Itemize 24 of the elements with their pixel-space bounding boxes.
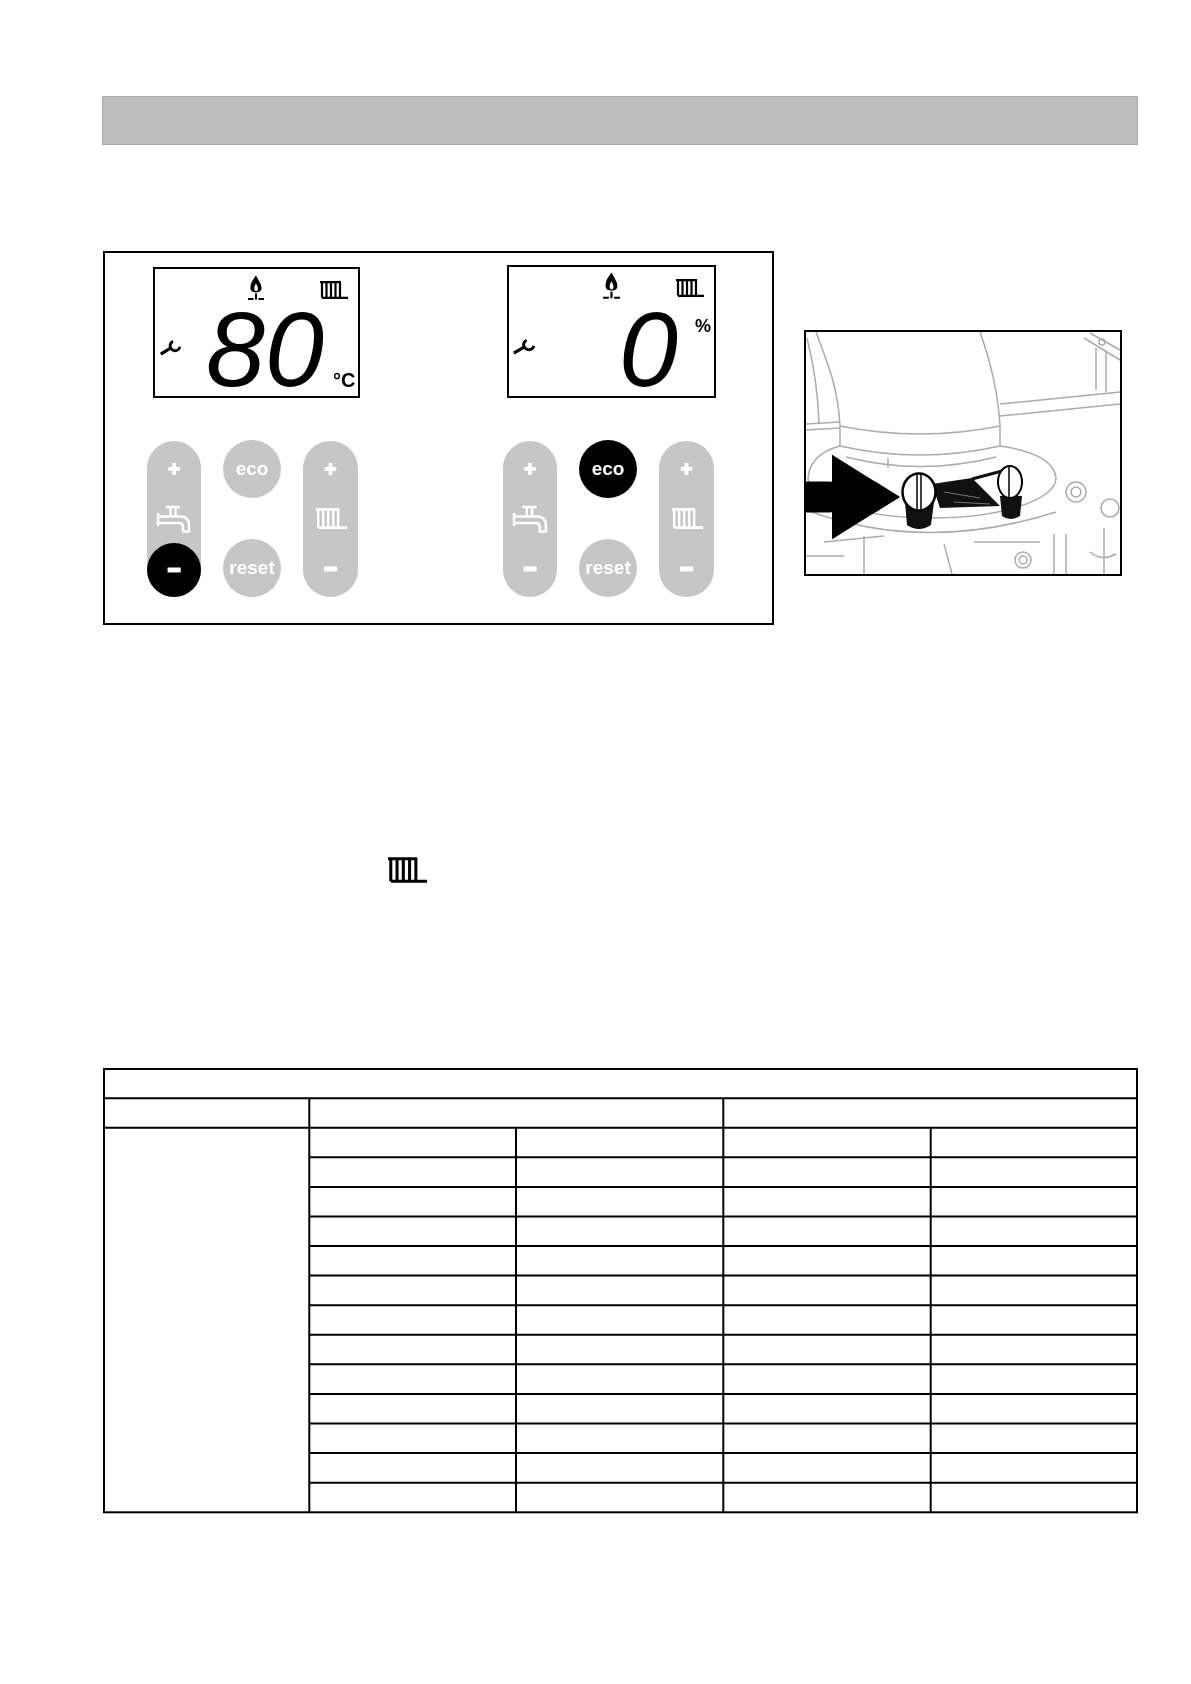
- hot-water-button: [147, 441, 201, 597]
- pointer-arrow: [804, 454, 900, 540]
- unit-label: %: [695, 317, 711, 335]
- plus-sign: +: [523, 463, 537, 475]
- lcd-display: [507, 265, 716, 398]
- minus-sign: −: [523, 563, 537, 575]
- minus-sign: −: [323, 563, 338, 575]
- display-digits: 0: [619, 307, 678, 392]
- hot-water-button: [503, 441, 557, 597]
- eco-button: eco: [579, 440, 637, 498]
- minus-button: −: [147, 543, 201, 597]
- lcd-display: [153, 267, 360, 398]
- plus-sign: +: [324, 463, 337, 475]
- reset-button: reset: [579, 539, 637, 597]
- eco-button: eco: [223, 440, 281, 498]
- unit-label: °C: [333, 370, 356, 390]
- heating-button: [303, 441, 358, 597]
- minus-sign: −: [679, 563, 694, 575]
- display-digits: 80: [206, 307, 324, 392]
- plus-sign: +: [680, 463, 693, 475]
- heating-button: [659, 441, 714, 597]
- control-panel-frame: [103, 251, 774, 625]
- plus-sign: +: [167, 463, 181, 475]
- reset-button: reset: [223, 539, 281, 597]
